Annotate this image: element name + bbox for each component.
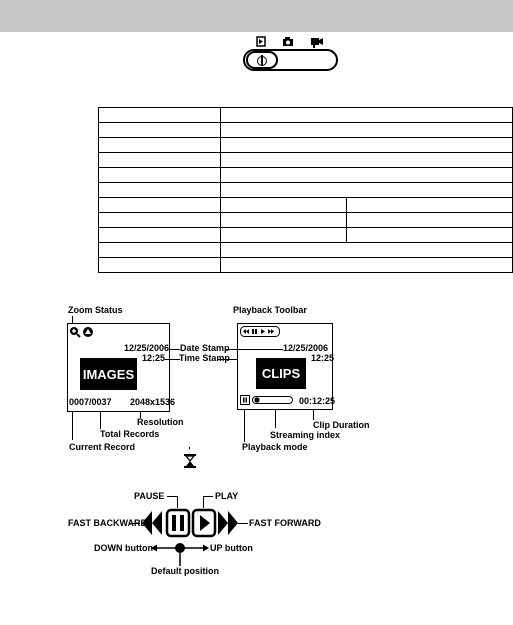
playback-mode-label: Playback mode (242, 442, 308, 452)
zoom-up-icon (83, 327, 93, 337)
zoom-status-label: Zoom Status (68, 305, 123, 315)
mode-switch[interactable] (243, 49, 338, 71)
default-position-knob[interactable] (175, 543, 185, 553)
hourglass-icon (184, 454, 196, 468)
playback-controls (142, 508, 238, 538)
left-arrow-icon (151, 544, 157, 552)
default-position-label: Default position (151, 566, 219, 576)
video-camera-icon (311, 38, 323, 48)
fast-backward-button[interactable] (142, 511, 162, 535)
playback-mode-icon (240, 395, 250, 405)
time-stamp-label: Time Stamp (179, 353, 230, 363)
slider-diagram (151, 543, 209, 566)
table-row (97, 257, 513, 273)
toolbar-pause-icon (252, 329, 254, 334)
mode-icons (256, 36, 323, 48)
down-button-label: DOWN button (94, 543, 153, 553)
playback-toolbar-label: Playback Toolbar (233, 305, 307, 315)
streaming-progress-bar (252, 396, 293, 404)
pause-button[interactable] (165, 508, 191, 538)
total-records-label: Total Records (100, 429, 160, 439)
streaming-index-marker (254, 397, 260, 403)
table-row (97, 152, 513, 168)
clip-time: 12:25 (311, 353, 335, 363)
table-row (97, 107, 513, 123)
table-row (97, 227, 513, 243)
streaming-index-label: Streaming index (270, 430, 341, 440)
fast-forward-button[interactable] (218, 511, 238, 535)
current-record-value: 0007/0037 (69, 397, 112, 407)
zoom-icons (70, 327, 93, 338)
mode-switch-knob[interactable] (246, 51, 278, 69)
table-row (97, 242, 513, 258)
up-button-label: UP button (210, 543, 253, 553)
zoom-magnifier-icon (70, 327, 81, 338)
current-record-label: Current Record (69, 442, 136, 452)
header-bar (0, 0, 513, 32)
playback-toolbar-icons (240, 326, 280, 337)
fast-forward-label: FAST FORWARD (249, 518, 321, 528)
toolbar-forward-icon (268, 329, 271, 334)
table-row (97, 212, 513, 228)
images-banner: IMAGES (80, 358, 137, 390)
resolution-label: Resolution (137, 417, 184, 427)
camera-icon (283, 37, 293, 46)
play-mode-icon (256, 36, 266, 47)
table-row (97, 167, 513, 183)
play-button[interactable] (191, 508, 217, 538)
fast-backward-label: FAST BACKWARD (68, 518, 147, 528)
clip-duration-value: 00:12:25 (299, 396, 336, 406)
date-stamp-label: Date Stamp (180, 343, 230, 353)
right-arrow-icon (203, 544, 209, 552)
playback-progress (240, 395, 293, 405)
table-row (97, 197, 513, 213)
image-time: 12:25 (142, 353, 166, 363)
clip-date: 12/25/2006 (283, 343, 329, 353)
toolbar-rewind-icon (243, 329, 246, 334)
table-row (97, 122, 513, 138)
play-label: PLAY (215, 491, 239, 501)
table-row (97, 137, 513, 153)
image-date: 12/25/2006 (124, 343, 170, 353)
clip-duration-label: Clip Duration (313, 420, 370, 430)
pause-label: PAUSE (134, 491, 165, 501)
table-row (97, 182, 513, 198)
clips-banner: CLIPS (256, 358, 306, 389)
toolbar-play-icon (261, 329, 265, 334)
resolution-value: 2048x1536 (130, 397, 176, 407)
spec-table (97, 107, 513, 273)
